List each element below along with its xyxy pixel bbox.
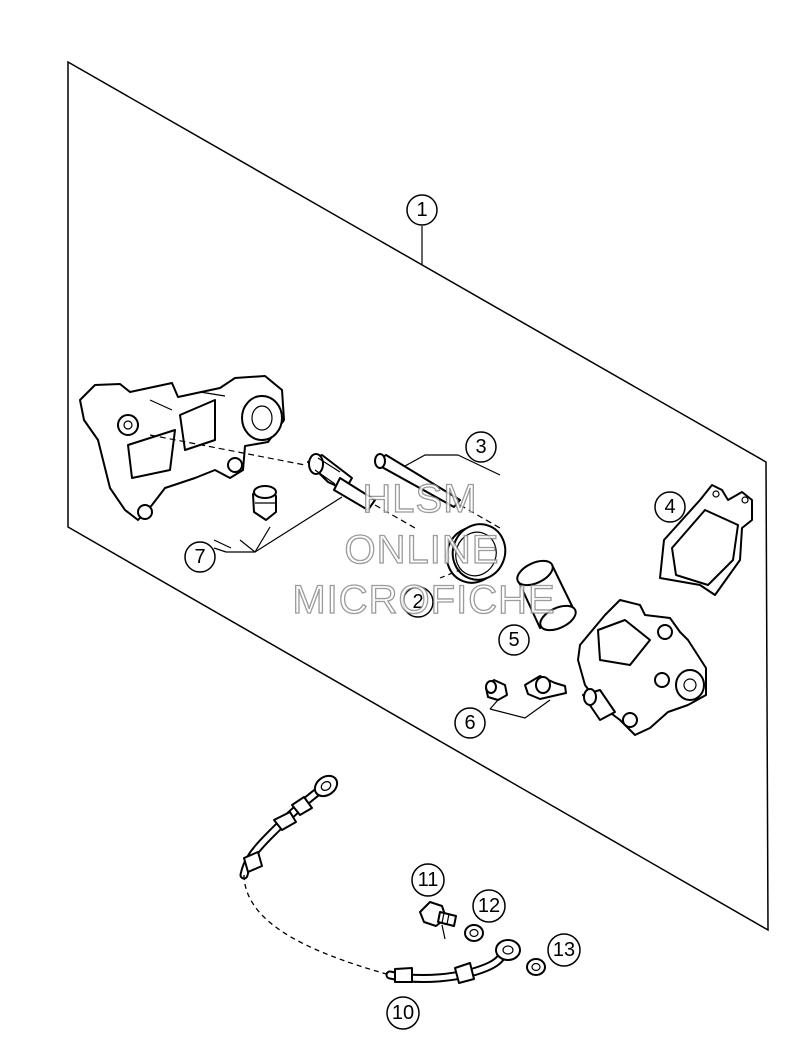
- svg-text:MICROFICHE: MICROFICHE: [292, 578, 555, 622]
- svg-text:7: 7: [194, 546, 205, 568]
- washer: [464, 924, 484, 942]
- assembly-outline: [67, 60, 769, 932]
- callout-4: 4: [654, 491, 686, 523]
- svg-text:2: 2: [412, 591, 423, 613]
- callout-11: 11: [411, 863, 445, 897]
- caliper-bracket: [79, 375, 285, 521]
- callout-10: 10: [386, 996, 420, 1030]
- svg-text:10: 10: [392, 1002, 414, 1024]
- callout-7: 7: [184, 541, 216, 573]
- caliper-body: [577, 599, 707, 736]
- svg-text:4: 4: [664, 496, 675, 518]
- alignment-line-bracket: [149, 434, 306, 466]
- guide-pin: [307, 453, 376, 511]
- svg-text:11: 11: [418, 869, 439, 891]
- svg-text:ONLINE: ONLINE: [345, 528, 500, 572]
- callout-12: 12: [472, 889, 506, 923]
- bleeder-valve: [524, 675, 567, 700]
- alignment-line-pin: [374, 504, 416, 529]
- alignment-line-bolt: [459, 504, 501, 529]
- piston-seal: [445, 523, 507, 584]
- bleeder-cap: [485, 679, 508, 701]
- banjo-bolt: [419, 901, 457, 927]
- svg-text:6: 6: [464, 712, 475, 734]
- callout-5: 5: [498, 624, 530, 656]
- brake-hose: [239, 774, 521, 984]
- watermark: HLSM ONLINE MICROFICHE: [292, 476, 556, 622]
- svg-text:3: 3: [475, 436, 486, 458]
- callout-6: 6: [454, 707, 486, 739]
- callout-13: 13: [547, 933, 581, 967]
- callout-1: 1: [406, 194, 438, 226]
- leader-lines: [213, 226, 551, 940]
- svg-text:5: 5: [508, 629, 519, 651]
- callout-2: 2: [402, 586, 434, 618]
- svg-text:HLSM: HLSM: [362, 477, 477, 521]
- callout-3: 3: [465, 431, 497, 463]
- brake-pads: [659, 484, 753, 596]
- svg-text:1: 1: [416, 199, 427, 221]
- bolt: [374, 453, 461, 508]
- piston: [516, 559, 577, 632]
- washer: [526, 958, 546, 976]
- svg-text:12: 12: [478, 895, 500, 917]
- svg-text:13: 13: [553, 939, 575, 961]
- alignment-line-seal: [439, 569, 461, 579]
- guide-pin-boot: [252, 485, 277, 521]
